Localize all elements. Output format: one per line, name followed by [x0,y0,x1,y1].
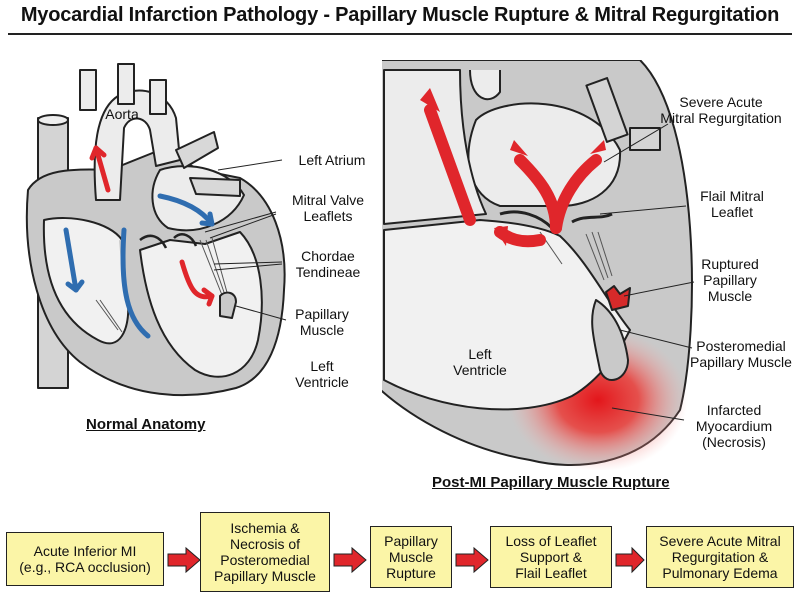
flow-step-3: Papillary Muscle Rupture [370,526,452,588]
flow-arrow-1 [167,546,201,574]
caption-normal: Normal Anatomy [86,416,206,433]
rupture-leader-lines [599,123,695,421]
normal-leader-lines [204,159,287,321]
title-divider [8,33,792,35]
caption-rupture: Post-MI Papillary Muscle Rupture [432,474,670,491]
label-left-ventricle: Left Ventricle [295,358,349,390]
label-mitral-valve: Mitral Valve Leaflets [291,192,365,224]
flow-step-4: Loss of Leaflet Support & Flail Leaflet [490,526,612,588]
label-left-atrium: Left Atrium [298,152,366,168]
posteromedial-papillary [591,299,629,382]
page-title: Myocardial Infarction Pathology - Papill… [20,4,780,26]
label-flail-leaflet: Flail Mitral Leaflet [700,188,764,220]
flow-arrow-4 [615,546,645,574]
label-ruptured-muscle: Ruptured Papillary Muscle [701,256,759,304]
normal-flow-arrows [63,145,215,339]
right-ventricle-cavity [42,217,130,345]
ventricle-cavity [383,219,631,411]
flow-arrow-3 [455,546,489,574]
label-infarct: Infarcted Myocardium (Necrosis) [695,402,773,450]
label-regurgitation: Severe Acute Mitral Regurgitation [660,94,782,126]
flow-step-2: Ischemia & Necrosis of Posteromedial Pap… [200,512,330,592]
label-posteromedial: Posteromedial Papillary Muscle [690,338,792,370]
blue-flow-arrow [63,227,79,293]
label-chordae: Chordae Tendineae [295,248,361,280]
ruptured-muscle [605,285,631,311]
red-flow-arrow [93,145,111,193]
regurgitant-jet-left [424,104,476,226]
normal-heart-diagram [25,63,286,397]
flow-connectors [167,546,645,574]
regurgitation-arrowheads [420,88,606,246]
rupture-heart-diagram [382,60,693,470]
label-rupture-left-ventricle: Left Ventricle [453,346,507,378]
flow-step-5: Severe Acute Mitral Regurgitation & Pulm… [646,526,794,588]
flow-step-1: Acute Inferior MI (e.g., RCA occlusion) [6,532,164,586]
flow-arrow-2 [333,546,367,574]
label-papillary: Papillary Muscle [295,306,349,338]
label-aorta: Aorta [105,106,139,122]
